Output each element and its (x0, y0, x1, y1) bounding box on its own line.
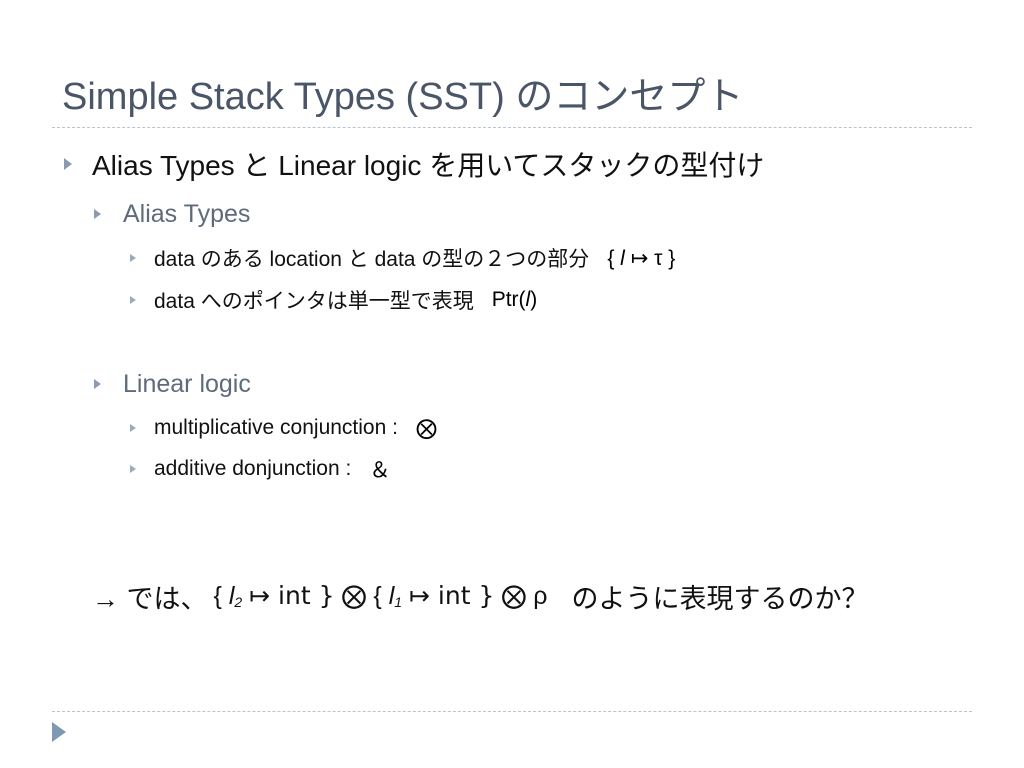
list-item-text: data へのポインタは単一型で表現 (154, 290, 474, 313)
pointer-type-formula: Ptr(l) (491, 288, 538, 311)
list-item-text: additive donjunction : (154, 457, 352, 480)
list-item: data のある location と data の型の２つの部分 { l ↦ … (130, 244, 675, 272)
list-item-text: multiplicative conjunction : (154, 416, 398, 439)
otimes-symbol: ⨂ (415, 416, 437, 440)
list-item-text: data のある location と data の型の２つの部分 (154, 248, 590, 271)
bullet-triangle-icon (94, 209, 101, 219)
section-heading-text: Alias Types (123, 199, 251, 228)
stack-type-formula: { l2 ↦ int } ⨂ { l1 ↦ int } ⨂ ρ (213, 581, 548, 610)
question-line: → では、 { l2 ↦ int } ⨂ { l1 ↦ int } ⨂ ρ のよ… (92, 578, 869, 614)
section-heading-alias-types: Alias Types (94, 198, 250, 230)
bullet-triangle-icon (94, 379, 101, 389)
location-type-formula: { l ↦ τ } (607, 245, 676, 270)
bullet-triangle-icon (130, 254, 136, 262)
footer-divider (52, 711, 972, 712)
bullet-triangle-icon (64, 158, 72, 170)
list-item: additive donjunction : ＆ (130, 455, 390, 483)
question-tail: のように表現するのか？ (571, 583, 869, 614)
section-heading-text: Linear logic (123, 369, 251, 398)
ampersand-symbol: ＆ (369, 459, 391, 482)
main-bullet: Alias Types と Linear logic を用いてスタックの型付け (64, 146, 764, 182)
list-item: data へのポインタは単一型で表現 Ptr(l) (130, 286, 537, 314)
title-divider (52, 127, 972, 128)
bullet-triangle-icon (130, 465, 136, 473)
bullet-triangle-icon (130, 424, 136, 432)
section-heading-linear-logic: Linear logic (94, 368, 251, 400)
list-item: multiplicative conjunction : ⨂ (130, 414, 437, 442)
question-lead: → では、 (92, 583, 208, 614)
main-bullet-text: Alias Types と Linear logic を用いてスタックの型付け (92, 150, 765, 181)
bullet-triangle-icon (130, 296, 136, 304)
play-arrow-icon[interactable] (52, 722, 66, 742)
slide-title: Simple Stack Types (SST) のコンセプト (62, 76, 744, 118)
